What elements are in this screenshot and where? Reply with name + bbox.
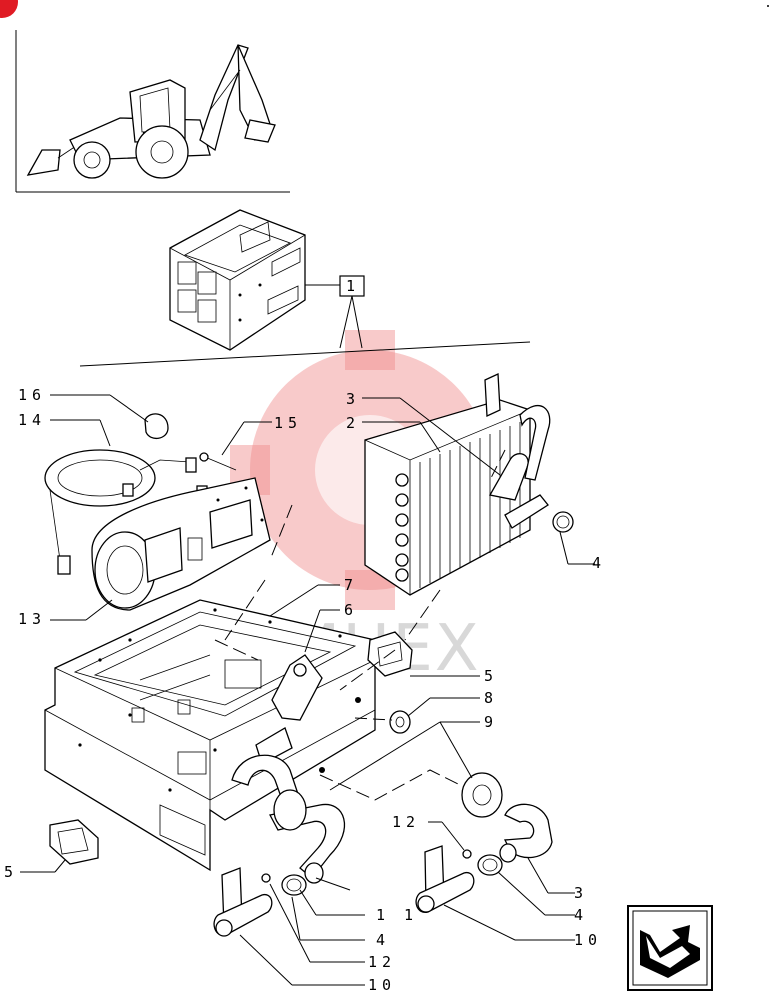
callout-8: 8 [484, 689, 498, 707]
callout-5-left: 5 [4, 863, 18, 881]
callout-4-right: 4 [574, 906, 588, 924]
callout-13: 13 [18, 610, 46, 628]
corner-dot [767, 5, 769, 7]
callout-4-top: 4 [592, 554, 606, 572]
callout-7: 7 [344, 576, 358, 594]
air-conditioner-unit-assembly [169, 209, 306, 351]
air-vent-5-left [49, 819, 99, 865]
corner-badge-icon [0, 0, 18, 18]
callout-11: 1 1 [376, 906, 418, 924]
screw-12-right [462, 849, 472, 859]
assembly-guide-lines [214, 449, 506, 801]
callout-9: 9 [484, 713, 498, 731]
callout-2: 2 [346, 414, 360, 432]
callout-12-right: 12 [392, 813, 420, 831]
pipe-bracket-10-right [415, 845, 475, 913]
callout-10-right: 10 [574, 931, 602, 949]
heater-hoses [231, 754, 346, 884]
grommet-9 [461, 772, 503, 818]
callout-6: 6 [344, 601, 358, 619]
callout-16: 16 [18, 386, 46, 404]
screw-12-left [261, 873, 271, 883]
grommet-8 [389, 710, 411, 734]
hose-clamp-4-right [477, 854, 503, 876]
next-page-arrow-icon[interactable] [627, 905, 713, 991]
hose-clamp-4-left [281, 874, 307, 896]
callout-4-bottom: 4 [376, 931, 390, 949]
pipe-bracket-10-left [213, 867, 273, 937]
blower-motor-assembly [44, 413, 271, 611]
callout-1: 1 [346, 277, 360, 295]
callout-3-top: 3 [346, 390, 360, 408]
leader-lines [20, 394, 595, 986]
callout-3-right: 3 [574, 884, 588, 902]
evaporator-core [364, 373, 574, 596]
hose-3-right [499, 803, 553, 863]
callout-14: 14 [18, 411, 46, 429]
machine-overview-inset [15, 30, 290, 193]
callout-10-left: 10 [368, 976, 396, 994]
callout-5-top: 5 [484, 667, 498, 685]
callout-12-left: 12 [368, 953, 396, 971]
callout-15: 15 [274, 414, 302, 432]
